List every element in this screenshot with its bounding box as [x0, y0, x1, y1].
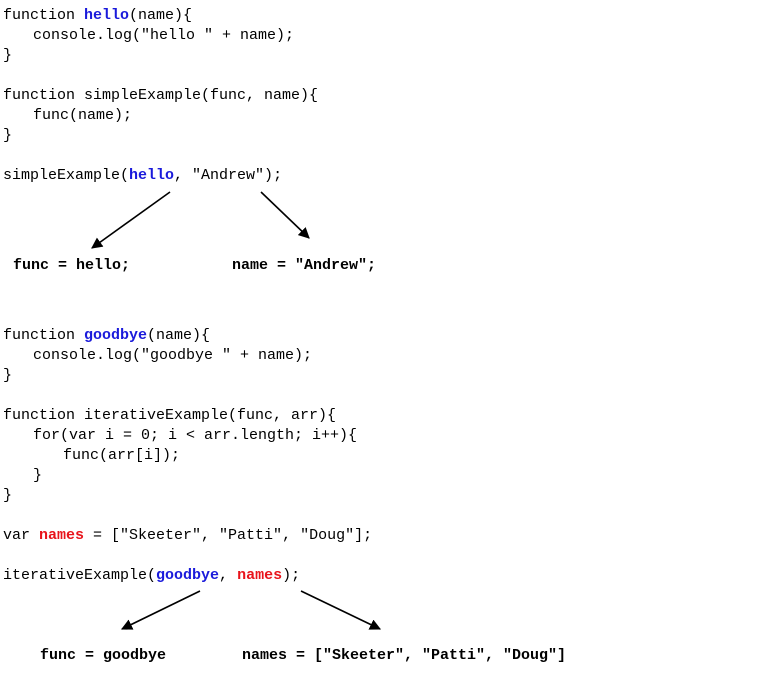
- code-line-iterative-example-call: iterativeExample(goodbye, names);: [3, 566, 300, 586]
- params: (name){: [147, 327, 211, 344]
- code-line-close-brace: }: [3, 47, 13, 64]
- code-line-close-brace: }: [3, 127, 13, 144]
- code-line-func-call: func(name);: [33, 107, 133, 124]
- array-literal: = ["Skeeter", "Patti", "Doug"];: [84, 527, 373, 544]
- arrow-andrew-to-name: [260, 191, 310, 239]
- arg-separator: ,: [219, 567, 238, 584]
- call-prefix: iterativeExample(: [3, 567, 157, 584]
- result-names-array: names = ["Skeeter", "Patti", "Doug"]: [242, 647, 567, 664]
- arg-goodbye: goodbye: [156, 567, 220, 584]
- code-line-for-loop: for(var i = 0; i < arr.length; i++){: [33, 427, 358, 444]
- arg-names: names: [237, 567, 283, 584]
- function-name-hello: hello: [84, 7, 130, 24]
- call-prefix: simpleExample(: [3, 167, 130, 184]
- arrow-names-to-names: [300, 590, 382, 630]
- arrow-hello-to-func: [91, 191, 171, 249]
- call-rest: );: [282, 567, 301, 584]
- code-line-iterative-example-def: function iterativeExample(func, arr){: [3, 407, 337, 424]
- function-name-goodbye: goodbye: [84, 327, 148, 344]
- code-line-simple-example-call: simpleExample(hello, "Andrew");: [3, 166, 282, 186]
- call-rest: , "Andrew");: [174, 167, 283, 184]
- result-func-goodbye: func = goodbye: [40, 647, 167, 664]
- code-line-console-goodbye: console.log("goodbye " + name);: [33, 347, 313, 364]
- result-func-hello: func = hello;: [13, 257, 131, 274]
- code-line-close-brace: }: [3, 487, 13, 504]
- code-line-close-brace: }: [33, 467, 43, 484]
- variable-names: names: [39, 527, 85, 544]
- code-line-console-hello: console.log("hello " + name);: [33, 27, 295, 44]
- keyword-var: var: [3, 527, 40, 544]
- code-line-names-var: var names = ["Skeeter", "Patti", "Doug"]…: [3, 526, 372, 546]
- code-line-goodbye-def: function goodbye(name){: [3, 326, 210, 346]
- arg-hello: hello: [129, 167, 175, 184]
- arrow-goodbye-to-func: [120, 590, 201, 630]
- code-line-close-brace: }: [3, 367, 13, 384]
- params: (name){: [129, 7, 193, 24]
- keyword-function: function: [3, 7, 85, 24]
- code-line-hello-def: function hello(name){: [3, 6, 192, 26]
- result-name-andrew: name = "Andrew";: [232, 257, 377, 274]
- code-line-simple-example-def: function simpleExample(func, name){: [3, 87, 319, 104]
- code-line-func-arr-call: func(arr[i]);: [63, 447, 181, 464]
- keyword-function: function: [3, 327, 85, 344]
